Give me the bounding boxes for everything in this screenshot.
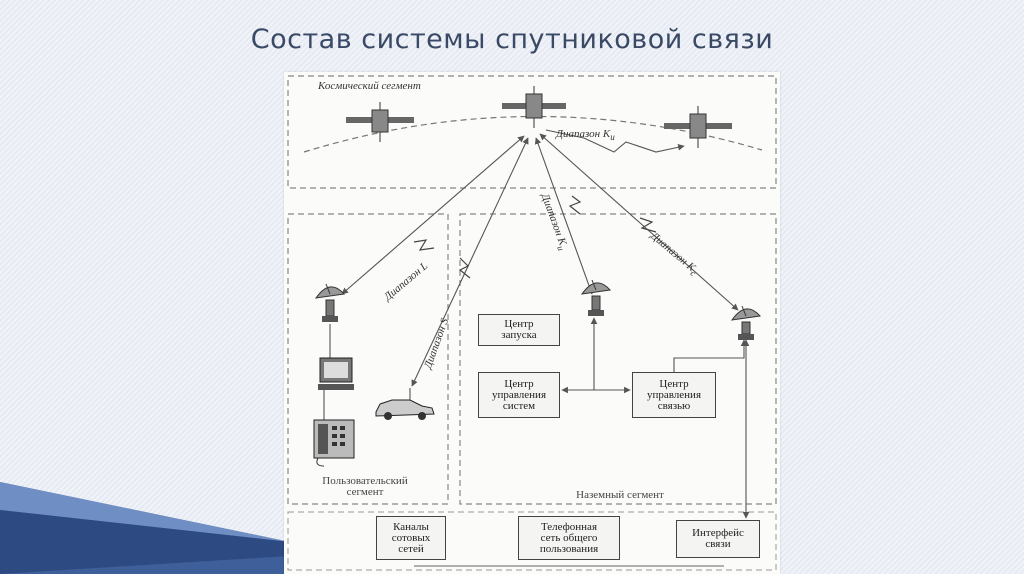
space-segment-frame	[287, 75, 777, 189]
zigzag-l	[413, 239, 435, 251]
space-segment-label: Космический сегмент	[318, 80, 421, 92]
public-phone-network-box: Телефонная сеть общего пользования	[518, 516, 620, 560]
dish-antenna-icon	[580, 279, 611, 316]
slide-title: Состав системы спутниковой связи	[250, 24, 774, 55]
comm-control-center-box: Центр управления связью	[632, 372, 716, 418]
link-comm-to-dish	[673, 339, 748, 372]
telephone-icon	[313, 419, 355, 467]
computer-icon	[318, 357, 354, 390]
phone-network-text: Телефонная сеть общего пользования	[539, 520, 599, 555]
zigzag-kc	[639, 217, 657, 233]
cellular-channels-box: Каналы сотовых сетей	[376, 516, 446, 560]
band-ku-text: Диапазон K	[556, 128, 611, 140]
ground-segment-label: Наземный сегмент	[576, 489, 664, 501]
comm-interface-box: Интерфейс связи	[676, 520, 760, 558]
satellite-icon	[664, 106, 732, 148]
band-ku-label: Диапазон Ku	[556, 128, 615, 143]
dish-antenna-icon	[730, 305, 761, 340]
comm-control-text: Центр управления связью	[646, 377, 702, 412]
system-control-center-box: Центр управления систем	[478, 372, 560, 418]
satellite-icon	[346, 102, 414, 142]
corner-ribbon-decoration	[0, 482, 290, 574]
link-band-kc	[539, 133, 739, 311]
inter-satellite-link	[545, 129, 685, 153]
interface-text: Интерфейс связи	[692, 527, 744, 550]
launch-center-box: Центр запуска	[478, 314, 560, 346]
system-control-text: Центр управления систем	[491, 377, 547, 412]
ground-segment-frame	[459, 213, 777, 505]
band-ku-subscript: u	[610, 132, 615, 143]
user-segment-label: Пользовательский сегмент	[322, 475, 408, 498]
cellular-text: Каналы сотовых сетей	[391, 520, 431, 555]
zigzag-s	[458, 257, 471, 279]
dish-antenna-icon	[314, 283, 345, 322]
satellite-icon	[502, 86, 566, 128]
link-band-l	[341, 135, 525, 295]
launch-center-text: Центр запуска	[501, 318, 537, 341]
zigzag-ku	[568, 195, 582, 215]
car-icon	[375, 388, 435, 420]
diagram-lines	[287, 75, 777, 571]
satellite-system-diagram: Космический сегмент Диапазон Ku Диапазон…	[284, 72, 780, 574]
link-band-s	[411, 137, 529, 387]
bottom-frame	[287, 511, 777, 571]
